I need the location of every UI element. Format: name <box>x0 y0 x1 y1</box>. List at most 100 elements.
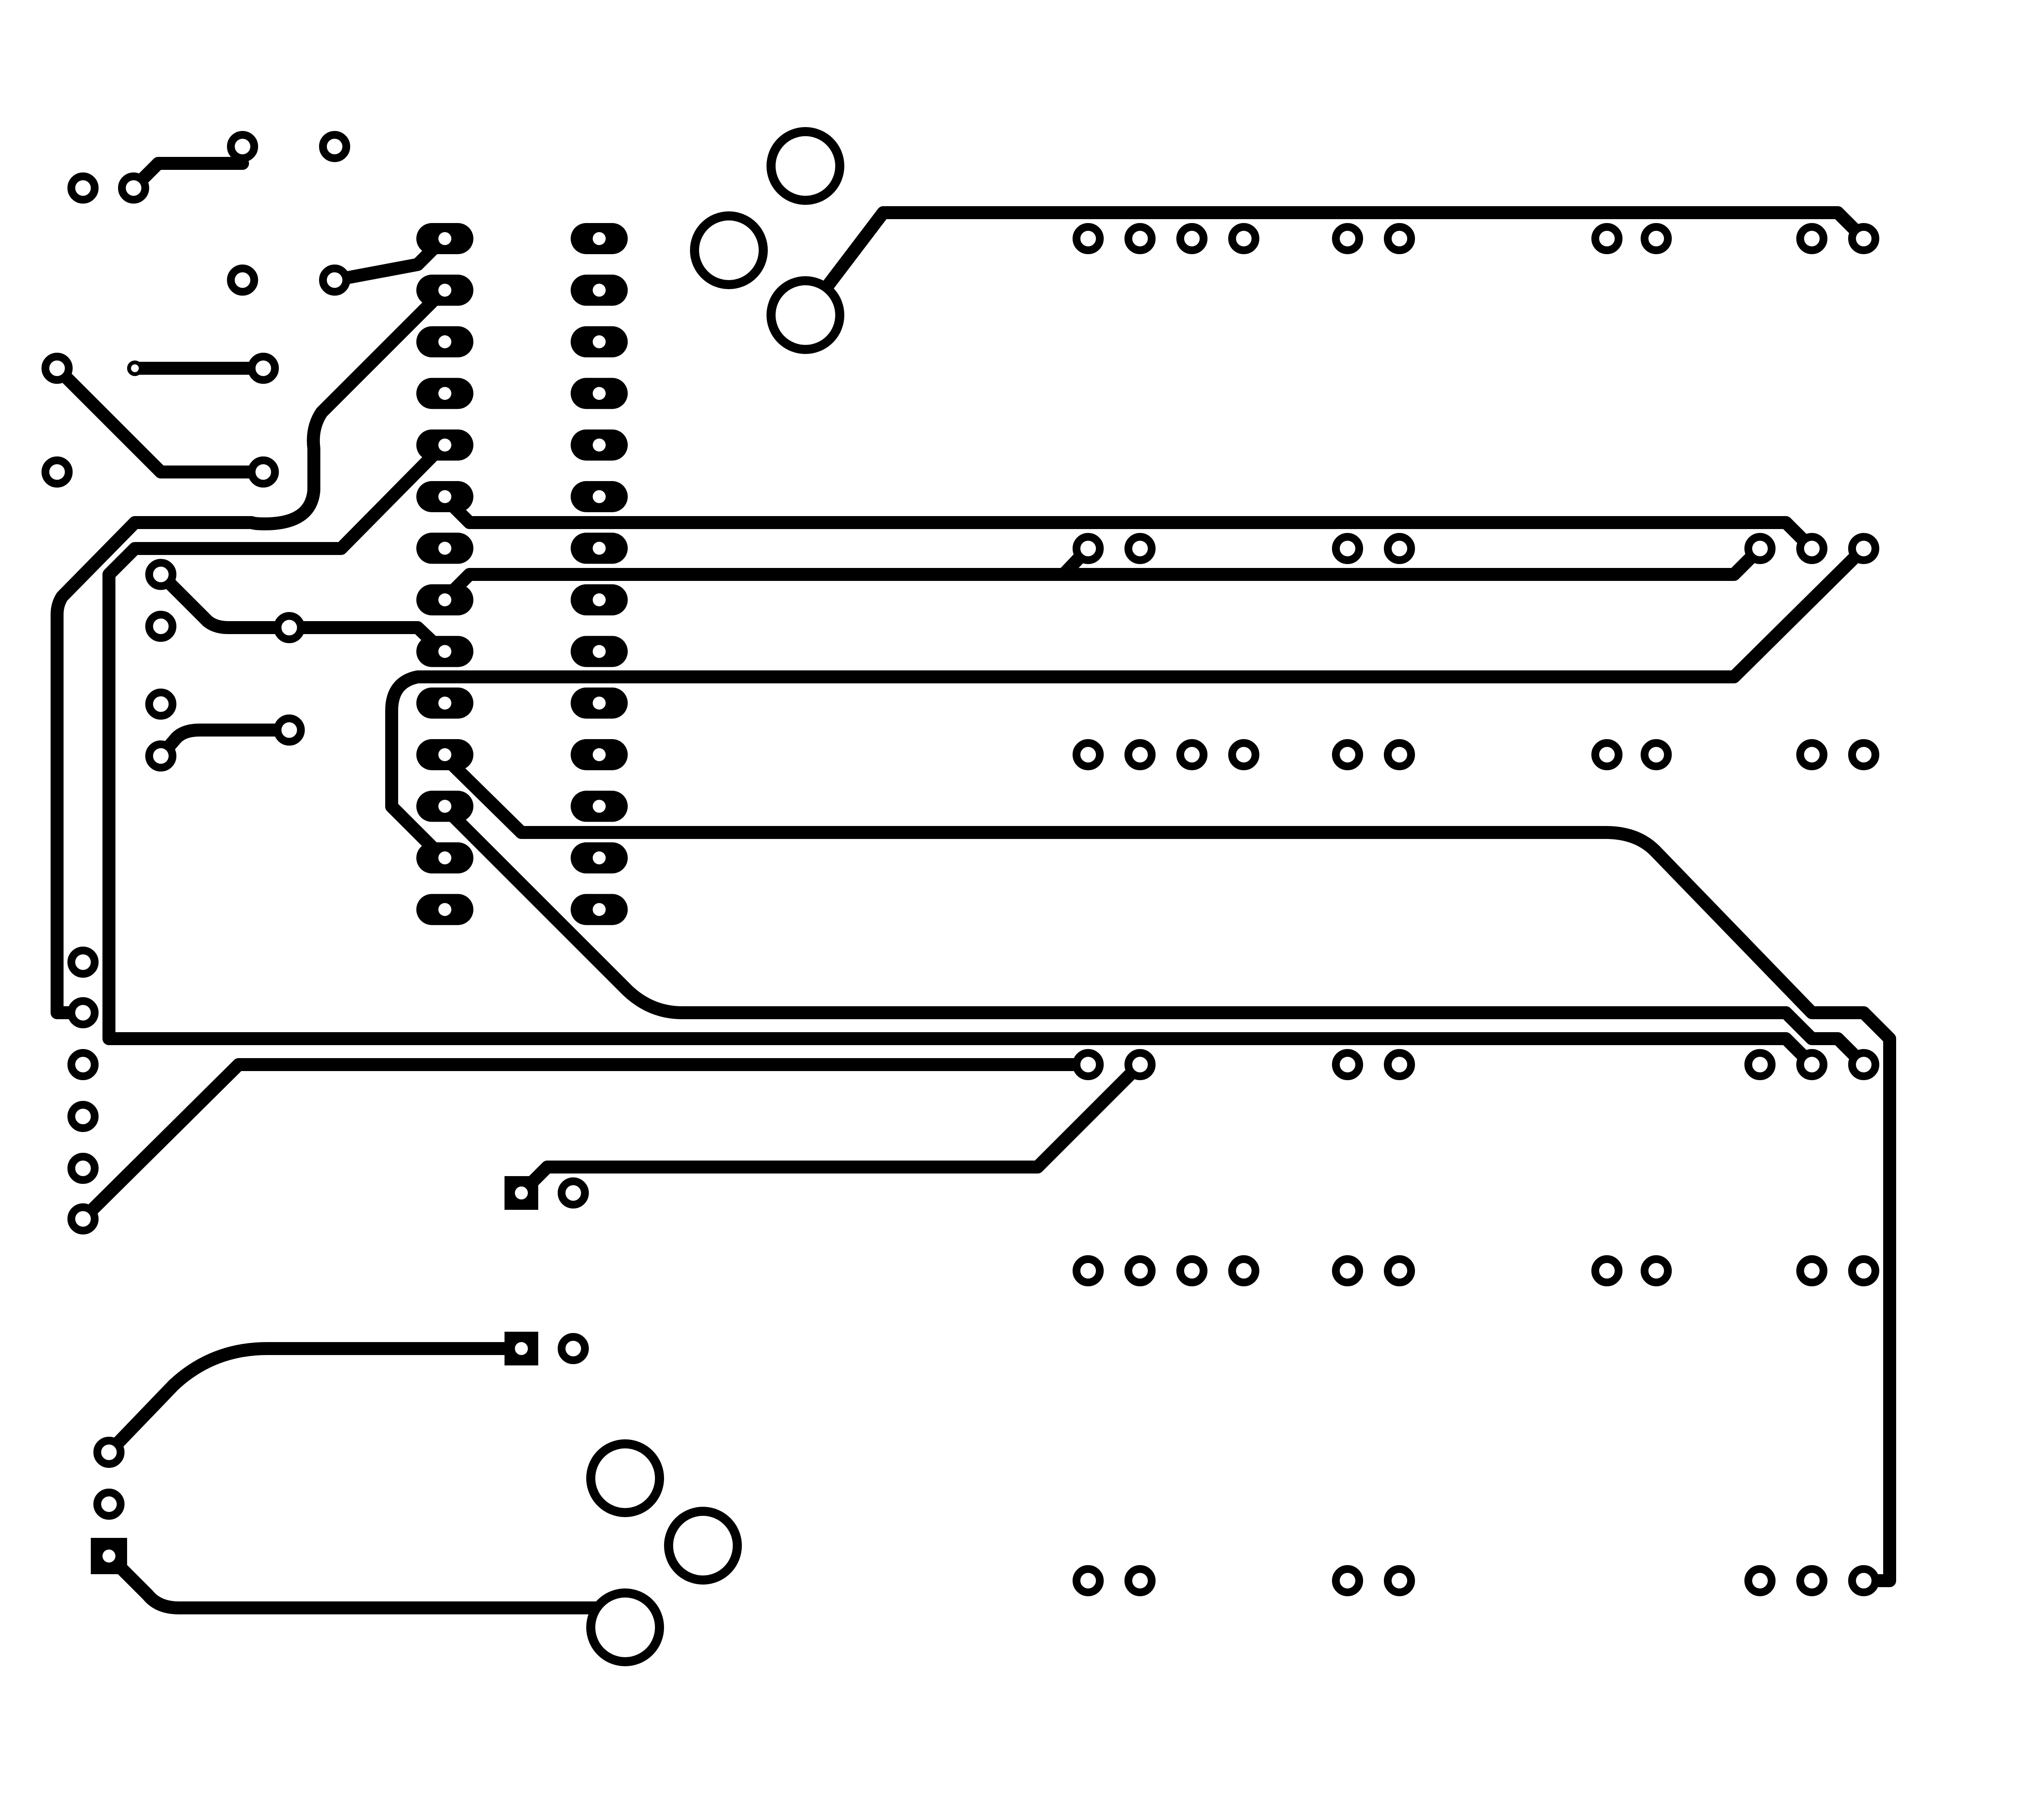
drill-hole <box>593 387 606 400</box>
drill-hole <box>236 274 249 287</box>
drill-hole <box>1650 1264 1663 1277</box>
drill-hole <box>1600 1264 1613 1277</box>
drill-hole <box>438 851 451 864</box>
drill-hole <box>593 542 606 555</box>
drill-hole <box>593 696 606 710</box>
drill-hole <box>438 800 451 813</box>
drill-hole <box>593 645 606 658</box>
drill-hole <box>438 593 451 606</box>
drill-hole <box>593 748 606 761</box>
drill-hole <box>51 362 64 375</box>
drill-hole <box>1134 1574 1147 1587</box>
drill-hole <box>593 903 606 916</box>
drill-hole <box>438 542 451 555</box>
copper-trace <box>51 284 450 1019</box>
drill-hole <box>77 1162 89 1175</box>
drill-hole <box>438 490 451 503</box>
drill-hole <box>1600 232 1613 245</box>
drill-hole <box>515 1186 528 1199</box>
drill-hole <box>1082 542 1095 555</box>
drill-hole <box>593 438 606 452</box>
drill-hole <box>1650 748 1663 761</box>
drill-hole <box>1082 232 1095 245</box>
drill-hole <box>1082 1058 1095 1071</box>
copper-trace <box>385 542 1870 865</box>
drill-hole <box>77 1006 89 1019</box>
drill-hole <box>154 620 167 633</box>
copper-trace <box>51 362 270 478</box>
drill-hole <box>1341 1264 1354 1277</box>
drill-hole <box>1237 232 1250 245</box>
copper-trace <box>154 724 296 762</box>
copper-trace <box>102 1550 632 1614</box>
drill-hole <box>1082 1574 1095 1587</box>
drill-hole <box>602 1604 648 1651</box>
drill-hole <box>1393 1574 1406 1587</box>
drill-hole <box>1393 748 1406 761</box>
drill-hole <box>328 274 341 287</box>
traces <box>51 157 1896 1614</box>
drill-hole <box>593 800 606 813</box>
drill-hole <box>1753 1058 1766 1071</box>
drill-hole <box>593 335 606 348</box>
drill-hole <box>438 903 451 916</box>
drill-hole <box>1341 232 1354 245</box>
drill-hole <box>515 1342 528 1355</box>
drill-hole <box>438 438 451 452</box>
copper-trace <box>437 749 1896 1587</box>
drill-hole <box>602 1455 648 1502</box>
drill-hole <box>102 1550 115 1563</box>
drill-hole <box>257 466 270 478</box>
copper-trace <box>102 1342 528 1459</box>
drill-hole <box>77 956 89 969</box>
drill-hole <box>77 182 89 195</box>
drill-hole <box>236 140 249 153</box>
drill-hole <box>1805 1574 1818 1587</box>
copper-trace <box>799 206 1870 322</box>
drill-hole <box>1753 1574 1766 1587</box>
drill-hole <box>1393 1264 1406 1277</box>
drill-hole <box>77 1058 89 1071</box>
drill-hole <box>102 1498 115 1511</box>
drill-hole <box>593 284 606 297</box>
drill-hole <box>1185 232 1198 245</box>
drill-hole <box>1134 1264 1147 1277</box>
board-background <box>5 0 2039 1805</box>
drill-hole <box>1805 1058 1818 1071</box>
drill-hole <box>593 232 606 245</box>
drill-hole <box>1082 1264 1095 1277</box>
drill-hole <box>1341 748 1354 761</box>
drill-hole <box>51 466 64 478</box>
drill-hole <box>438 696 451 710</box>
drill-hole <box>1600 748 1613 761</box>
drill-hole <box>782 143 829 189</box>
drill-hole <box>1341 542 1354 555</box>
drill-hole <box>1237 748 1250 761</box>
drill-hole <box>1650 232 1663 245</box>
drill-hole <box>154 749 167 762</box>
drill-hole <box>706 227 752 274</box>
drill-hole <box>154 568 167 581</box>
copper-trace <box>102 438 1818 1071</box>
drill-hole <box>1857 1264 1870 1277</box>
drill-hole <box>283 621 296 634</box>
drill-hole <box>438 645 451 658</box>
drill-hole <box>438 748 451 761</box>
drill-hole <box>1134 1058 1147 1071</box>
drill-hole <box>283 724 296 737</box>
drill-hole <box>1753 542 1766 555</box>
pads <box>42 127 1879 1666</box>
drill-hole <box>438 284 451 297</box>
copper-trace <box>154 568 450 659</box>
drill-hole <box>77 1212 89 1225</box>
drill-hole <box>328 140 341 153</box>
drill-hole <box>127 182 140 195</box>
drill-hole <box>1082 748 1095 761</box>
drill-hole <box>1393 232 1406 245</box>
drill-hole <box>680 1522 726 1569</box>
drill-hole <box>1237 1264 1250 1277</box>
drill-hole <box>1185 1264 1198 1277</box>
drill-hole <box>154 698 167 711</box>
copper-trace <box>437 800 1870 1071</box>
